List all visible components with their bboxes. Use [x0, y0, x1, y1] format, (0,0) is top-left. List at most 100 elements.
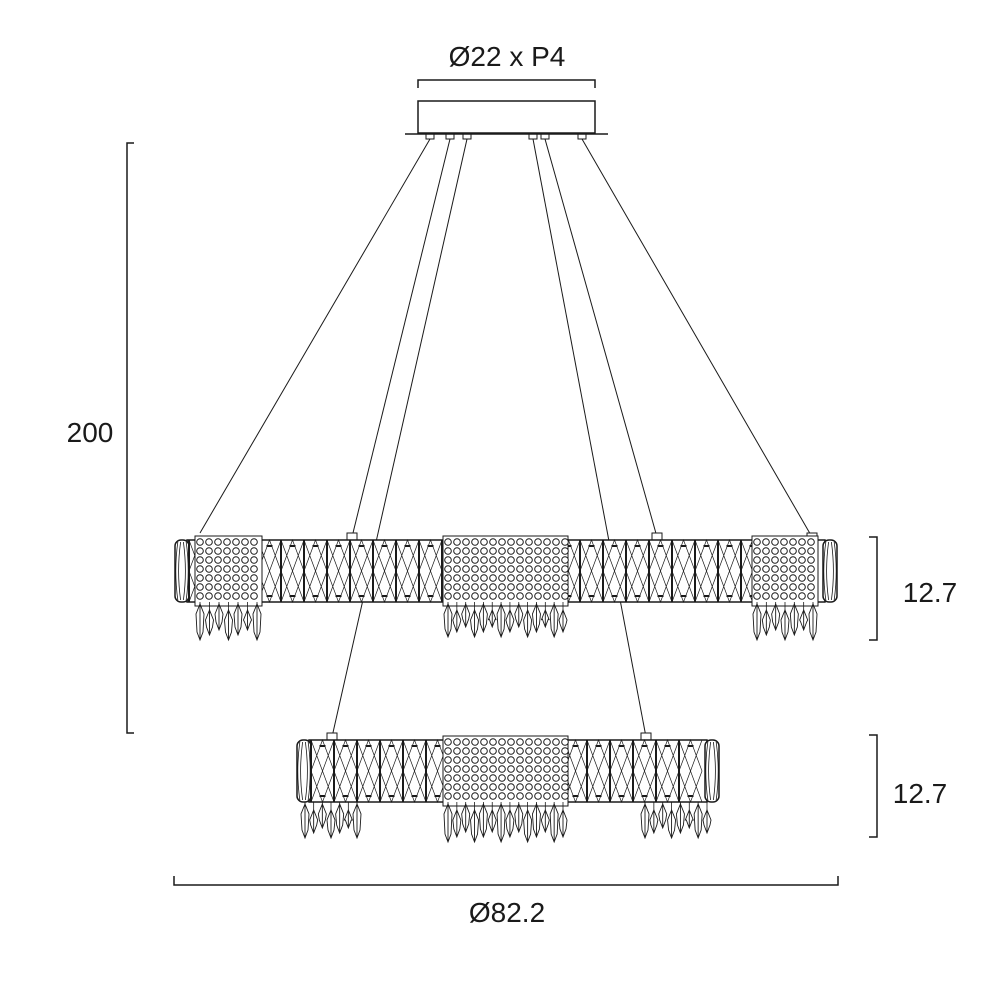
crystal-bead — [753, 538, 761, 546]
crystal-drop — [343, 808, 353, 830]
crystal-bead — [453, 738, 461, 746]
panel-clip — [726, 545, 733, 547]
panel-clip — [358, 595, 365, 597]
crystal-bead — [507, 547, 515, 555]
panel-clip — [266, 595, 273, 597]
crystal-bead — [462, 774, 470, 782]
crystal-bead — [480, 783, 488, 791]
crystal-bead — [471, 783, 479, 791]
crystal-bead — [525, 547, 533, 555]
crystal-bead — [489, 783, 497, 791]
crystal-drop — [487, 608, 497, 629]
crystal-bead — [798, 592, 806, 600]
crystal-drop — [352, 802, 362, 840]
crystal-bead — [214, 556, 222, 564]
crystal-panel — [402, 738, 427, 804]
crystal-bead — [232, 565, 240, 573]
crystal-bead — [552, 538, 560, 546]
crystal-drop — [558, 808, 568, 839]
crystal-bead — [453, 556, 461, 564]
panel-facets — [418, 538, 443, 604]
panel-facets — [632, 738, 657, 804]
crystal-bead — [561, 738, 569, 746]
crystal-bead — [534, 792, 542, 800]
canopy-dimension: Ø22 x P4 — [417, 41, 596, 88]
crystal-bead — [480, 583, 488, 591]
panel-clip — [365, 795, 372, 797]
crystal-bead — [223, 592, 231, 600]
crystal-drop — [335, 802, 345, 835]
crystal-drop — [470, 608, 479, 639]
panel-clip — [404, 545, 411, 547]
panel-facets — [372, 538, 397, 604]
crystal-panel — [655, 738, 680, 804]
crystal-bead — [561, 574, 569, 582]
crystal-panel — [303, 538, 328, 604]
crystal-bead — [762, 574, 770, 582]
wire — [581, 138, 813, 538]
crystal-drop — [549, 602, 559, 639]
crystal-drop — [505, 608, 515, 634]
crystal-bead — [196, 574, 204, 582]
crystal-bead — [807, 583, 815, 591]
crystal-bead — [489, 774, 497, 782]
crystal-bead — [480, 774, 488, 782]
crystal-bead — [444, 556, 452, 564]
panel-clip — [342, 745, 349, 747]
crystal-bead — [214, 538, 222, 546]
crystal-panel — [602, 538, 627, 604]
crystal-bead — [480, 747, 488, 755]
crystal-bead — [471, 583, 479, 591]
panel-facets — [717, 538, 742, 604]
crystal-bead — [444, 574, 452, 582]
crystal-bead — [771, 574, 779, 582]
crystal-bead — [453, 538, 461, 546]
crystal-bead — [771, 556, 779, 564]
panel-facets — [678, 738, 703, 804]
crystal-bead — [498, 765, 506, 773]
crystal-bead — [753, 556, 761, 564]
panel-clip — [726, 595, 733, 597]
crystal-bead — [462, 538, 470, 546]
crystal-bead — [534, 738, 542, 746]
crystal-bead — [525, 792, 533, 800]
crystal-bead — [471, 747, 479, 755]
crystal-panel — [625, 538, 650, 604]
crystal-bead — [543, 574, 551, 582]
crystal-bead — [480, 574, 488, 582]
crystal-bead — [525, 592, 533, 600]
wire — [199, 138, 431, 534]
crystal-drop — [684, 808, 694, 830]
crystal-bead — [516, 783, 524, 791]
crystal-bead — [232, 592, 240, 600]
crystal-bead — [552, 747, 560, 755]
crystal-bead — [753, 574, 761, 582]
crystal-bead — [507, 783, 515, 791]
crystal-bead — [223, 556, 231, 564]
crystal-bead — [223, 565, 231, 573]
crystal-bead — [507, 756, 515, 764]
crystal-panel — [632, 738, 657, 804]
crystal-bead — [498, 583, 506, 591]
crystal-bead — [753, 565, 761, 573]
ring-end — [822, 539, 838, 603]
crystal-bead — [471, 547, 479, 555]
crystal-bead — [205, 592, 213, 600]
crystal-bead — [516, 747, 524, 755]
crystal-bead — [798, 538, 806, 546]
panel-clip — [572, 745, 579, 747]
crystal-drop — [205, 608, 214, 637]
crystal-bead — [223, 583, 231, 591]
crystal-bead — [525, 565, 533, 573]
crystal-drop — [505, 808, 515, 839]
crystal-bead — [543, 583, 551, 591]
ring-end-cap — [704, 739, 720, 803]
crystal-bead — [196, 538, 204, 546]
crystal-bead — [561, 756, 569, 764]
crystal-bead — [561, 783, 569, 791]
crystal-bead — [561, 765, 569, 773]
crystal-panel — [579, 538, 604, 604]
crystal-bead — [534, 574, 542, 582]
crystal-bead — [771, 565, 779, 573]
